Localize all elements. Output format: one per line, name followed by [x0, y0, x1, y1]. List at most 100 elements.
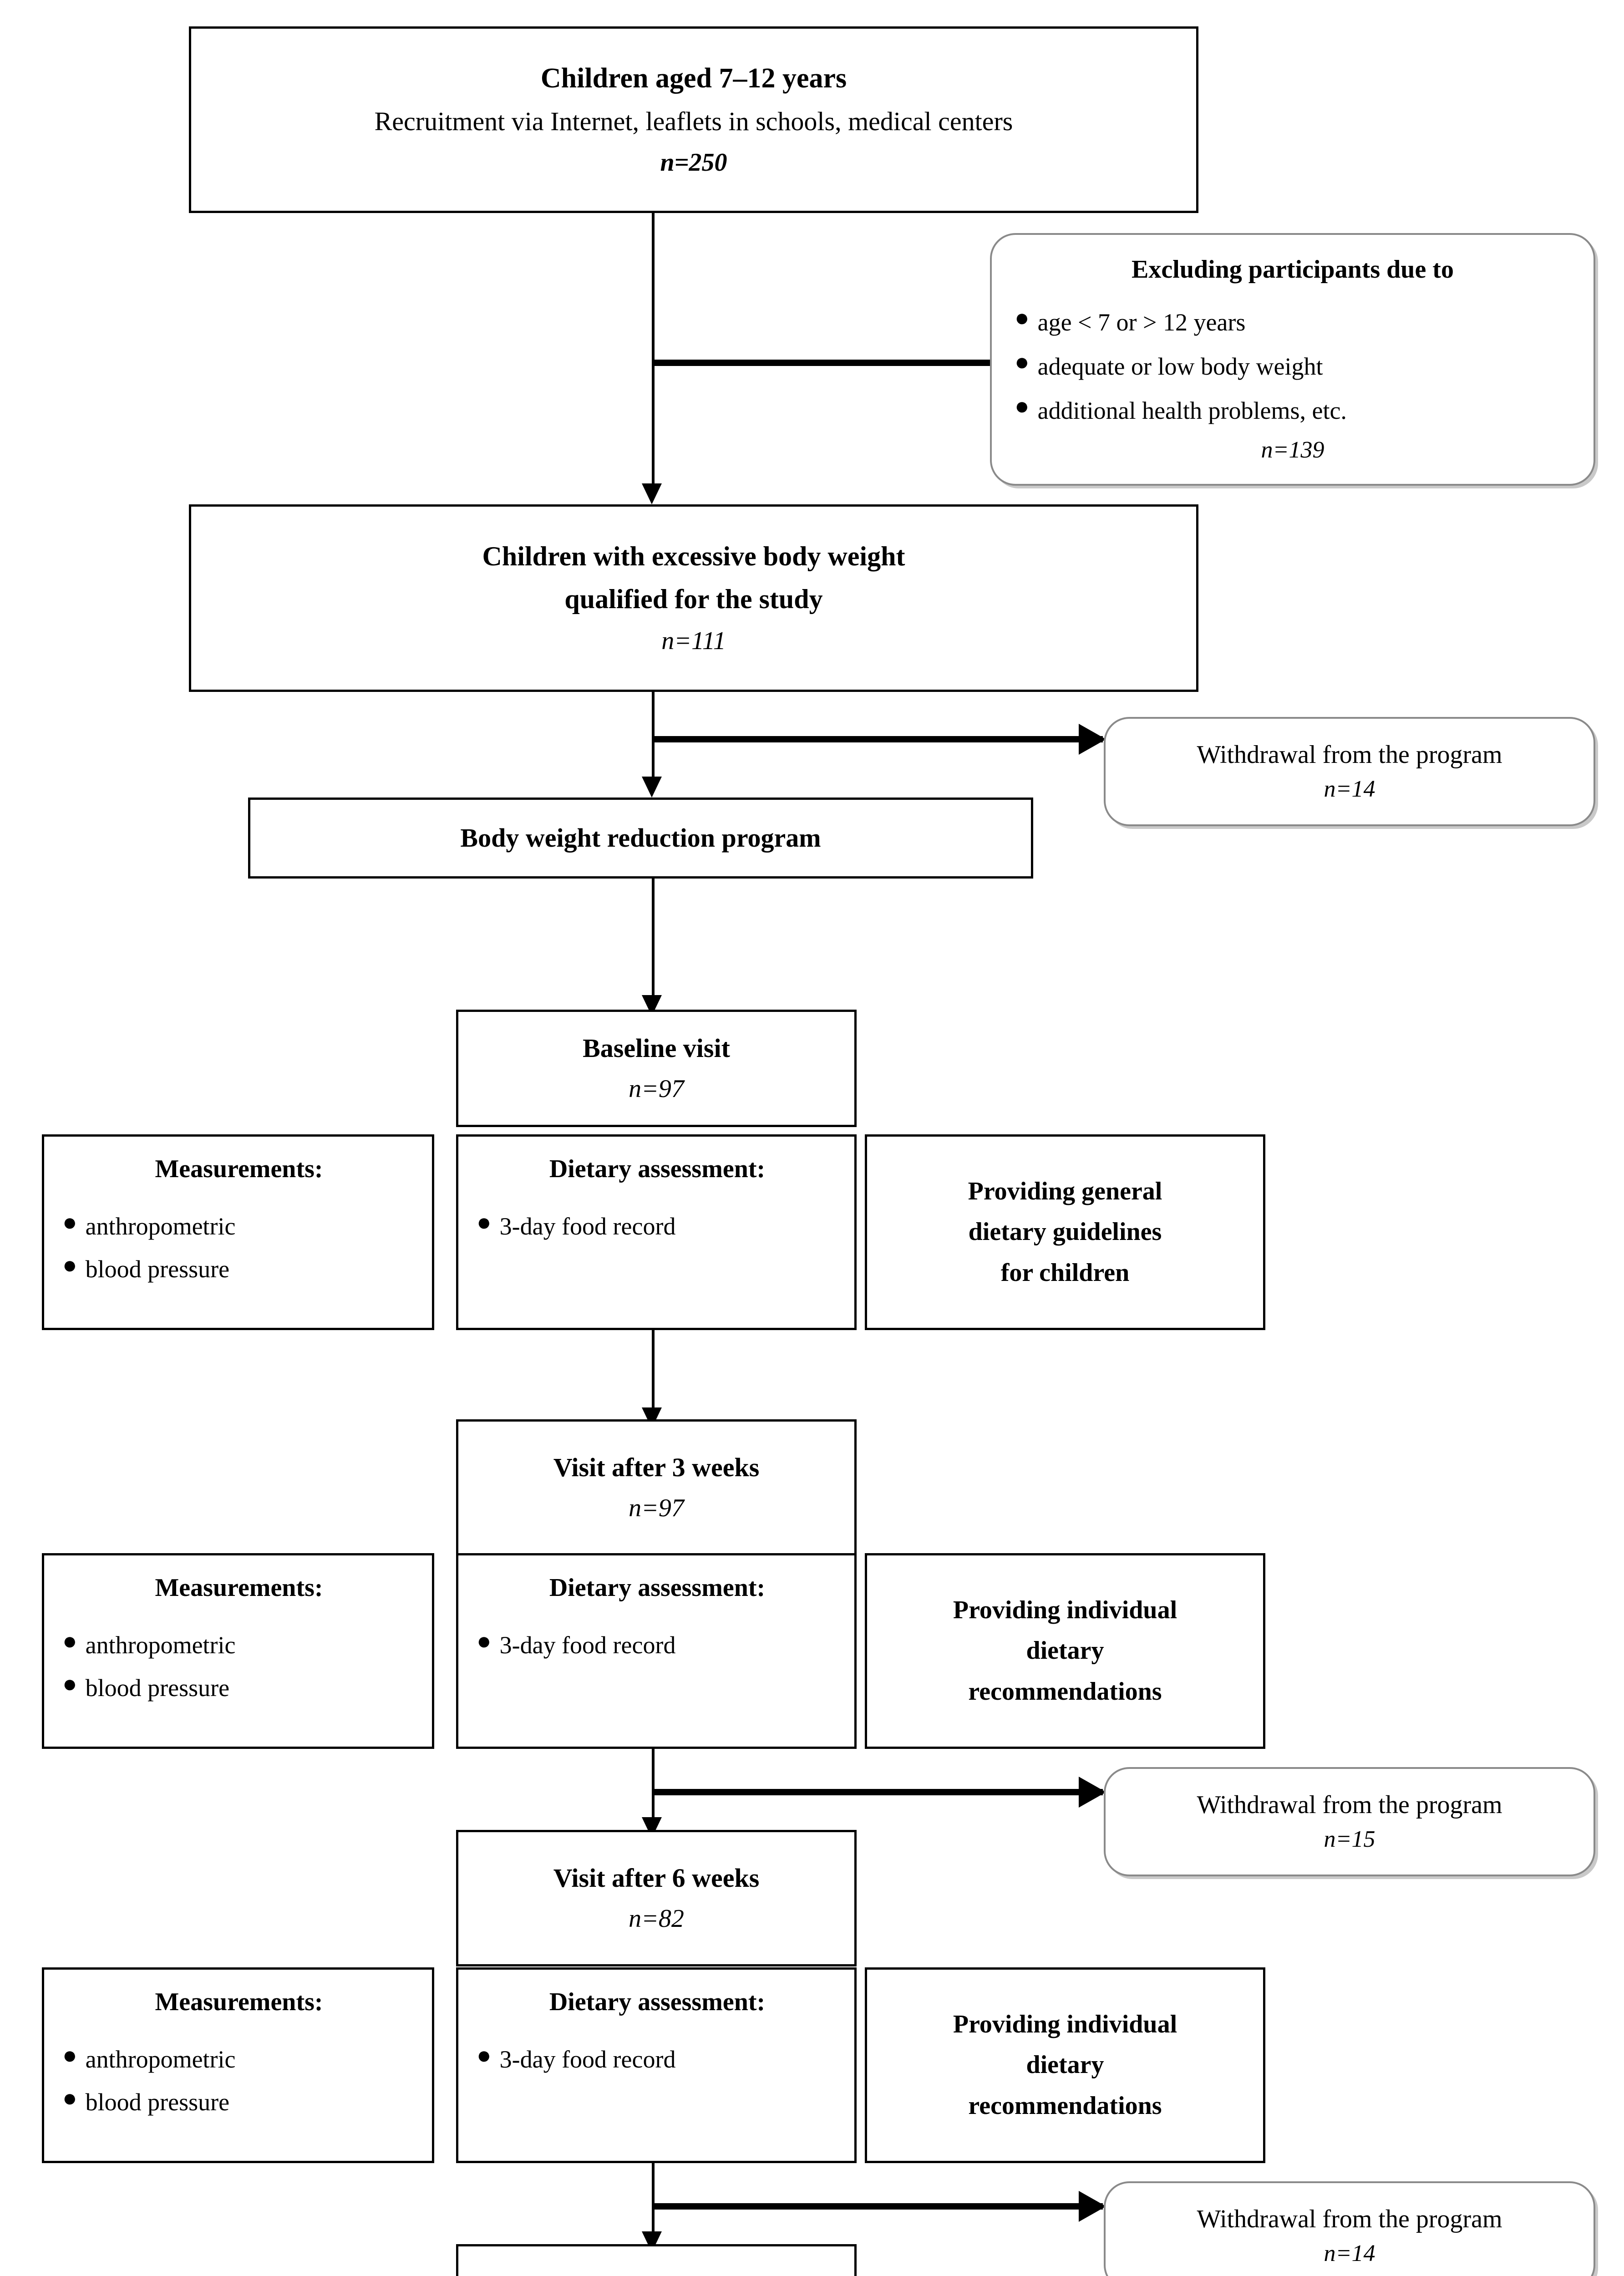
connector-qualified-to-withdrawal1: [655, 736, 1103, 742]
bullet-dot-icon: ●: [1015, 304, 1030, 332]
row2-advice-line: recommendations: [968, 1677, 1162, 1706]
withdrawal1-n: n=14: [1324, 776, 1375, 802]
excluded-header: Excluding participants due to: [1132, 255, 1454, 284]
row2-measurements-item: ● blood pressure: [62, 1671, 229, 1704]
row2-dietary-item-label: 3-day food record: [499, 1631, 676, 1659]
connector-row1-to-visit3: [652, 1330, 655, 1410]
node-visit-9-weeks: Visit after 9 weeks n=68: [456, 2244, 857, 2276]
bullet-dot-icon: ●: [62, 2042, 77, 2069]
row3-measurements-item-label: anthropometric: [85, 2046, 236, 2073]
connector-row3-to-withdrawal3: [655, 2203, 1103, 2210]
bullet-dot-icon: ●: [1015, 392, 1030, 420]
row3-measurements-item-label: blood pressure: [85, 2088, 230, 2116]
bullet-dot-icon: ●: [62, 1670, 77, 1698]
bullet-dot-icon: ●: [62, 1251, 77, 1279]
row2-measurements-box: Measurements: ● anthropometric ● blood p…: [42, 1553, 434, 1749]
connector-row3-to-visit9: [652, 2163, 655, 2234]
excluded-bullet: ● additional health problems, etc.: [1015, 394, 1573, 428]
recruitment-line1: Children aged 7–12 years: [540, 63, 847, 94]
row1-advice-line: for children: [1000, 1258, 1130, 1287]
row3-dietary-item-label: 3-day food record: [499, 2046, 676, 2073]
row1-advice-box: Providing general dietary guidelines for…: [865, 1134, 1265, 1330]
excluded-bullet-label: age < 7 or > 12 years: [1037, 309, 1246, 336]
withdrawal2-label: Withdrawal from the program: [1197, 1791, 1502, 1819]
arrow-right-withdrawal1: [1079, 724, 1106, 755]
recruitment-line2: Recruitment via Internet, leaflets in sc…: [374, 107, 1013, 137]
bullet-dot-icon: ●: [62, 2084, 77, 2112]
bullet-dot-icon: ●: [1015, 348, 1030, 376]
row1-measurements-item: ● blood pressure: [62, 1253, 229, 1285]
arrow-down-program: [642, 777, 662, 798]
arrow-right-withdrawal3: [1079, 2191, 1106, 2222]
baseline-n: n=97: [629, 1075, 684, 1103]
visit3-label: Visit after 3 weeks: [553, 1452, 760, 1482]
node-visit-6-weeks: Visit after 6 weeks n=82: [456, 1830, 857, 1966]
row2-measurements-item-label: anthropometric: [85, 1631, 236, 1659]
row3-advice-line: Providing individual: [953, 2010, 1177, 2039]
node-withdrawal-3: Withdrawal from the program n=14: [1104, 2181, 1595, 2276]
excluded-bullet: ● adequate or low body weight: [1015, 350, 1573, 384]
connector-program-to-baseline: [652, 879, 655, 997]
bullet-dot-icon: ●: [477, 2042, 492, 2069]
row2-advice-line: Providing individual: [953, 1596, 1177, 1625]
row2-advice-box: Providing individual dietary recommendat…: [865, 1553, 1265, 1749]
withdrawal2-n: n=15: [1324, 1826, 1375, 1852]
row2-dietary-box: Dietary assessment: ● 3-day food record: [456, 1553, 857, 1749]
connector-qualified-to-program: [652, 692, 655, 778]
row1-dietary-box: Dietary assessment: ● 3-day food record: [456, 1134, 857, 1330]
withdrawal3-label: Withdrawal from the program: [1197, 2205, 1502, 2234]
excluded-n: n=139: [1261, 437, 1325, 463]
node-withdrawal-1: Withdrawal from the program n=14: [1104, 717, 1595, 826]
connector-row2-to-visit6: [652, 1749, 655, 1819]
node-excluded: Excluding participants due to ● age < 7 …: [990, 233, 1595, 486]
arrow-right-withdrawal2: [1079, 1777, 1106, 1808]
excluded-bullet: ● age < 7 or > 12 years: [1015, 305, 1573, 340]
baseline-label: Baseline visit: [583, 1033, 730, 1063]
row2-dietary-item: ● 3-day food record: [477, 1629, 675, 1661]
node-baseline-visit: Baseline visit n=97: [456, 1010, 857, 1127]
program-label: Body weight reduction program: [460, 823, 821, 853]
withdrawal3-n: n=14: [1324, 2240, 1375, 2266]
row2-advice-line: dietary: [1026, 1636, 1104, 1665]
row2-measurements-item: ● anthropometric: [62, 1629, 236, 1661]
row3-dietary-header: Dietary assessment:: [549, 1988, 766, 2016]
row1-measurements-box: Measurements: ● anthropometric ● blood p…: [42, 1134, 434, 1330]
bullet-dot-icon: ●: [62, 1627, 77, 1655]
bullet-dot-icon: ●: [62, 1209, 77, 1236]
connector-row2-to-withdrawal2: [655, 1789, 1103, 1795]
row3-measurements-box: Measurements: ● anthropometric ● blood p…: [42, 1967, 434, 2163]
connector-recruitment-to-excluded: [655, 360, 1078, 366]
row2-measurements-header: Measurements:: [155, 1574, 323, 1602]
row3-advice-line: dietary: [1026, 2051, 1104, 2079]
node-qualified: Children with excessive body weight qual…: [189, 504, 1198, 692]
excluded-bullet-label: adequate or low body weight: [1037, 353, 1323, 380]
row3-dietary-item: ● 3-day food record: [477, 2043, 675, 2076]
row1-dietary-item: ● 3-day food record: [477, 1210, 675, 1243]
qualified-line2: qualified for the study: [564, 584, 823, 615]
row1-measurements-item-label: anthropometric: [85, 1213, 236, 1240]
excluded-bullet-label: additional health problems, etc.: [1037, 396, 1347, 424]
row1-measurements-item: ● anthropometric: [62, 1210, 236, 1243]
connector-recruitment-to-qualified: [652, 213, 655, 491]
row1-dietary-item-label: 3-day food record: [499, 1213, 676, 1240]
qualified-line1: Children with excessive body weight: [482, 541, 905, 572]
visit6-n: n=82: [629, 1905, 684, 1933]
visit3-n: n=97: [629, 1494, 684, 1523]
withdrawal1-label: Withdrawal from the program: [1197, 741, 1502, 769]
bullet-dot-icon: ●: [477, 1209, 492, 1236]
row1-advice-line: dietary guidelines: [968, 1218, 1162, 1246]
node-program: Body weight reduction program: [248, 798, 1033, 879]
qualified-n: n=111: [661, 626, 726, 655]
row1-advice-line: Providing general: [968, 1177, 1162, 1206]
visit9-label: Visit after 9 weeks: [553, 2275, 760, 2276]
row2-dietary-header: Dietary assessment:: [549, 1574, 766, 1602]
row1-measurements-header: Measurements:: [155, 1155, 323, 1183]
bullet-dot-icon: ●: [477, 1627, 492, 1655]
row1-measurements-item-label: blood pressure: [85, 1255, 230, 1283]
row3-advice-line: recommendations: [968, 2091, 1162, 2120]
arrow-down-qualified: [642, 483, 662, 504]
row2-measurements-item-label: blood pressure: [85, 1674, 230, 1702]
visit6-label: Visit after 6 weeks: [553, 1863, 760, 1893]
recruitment-n: n=250: [660, 148, 727, 177]
